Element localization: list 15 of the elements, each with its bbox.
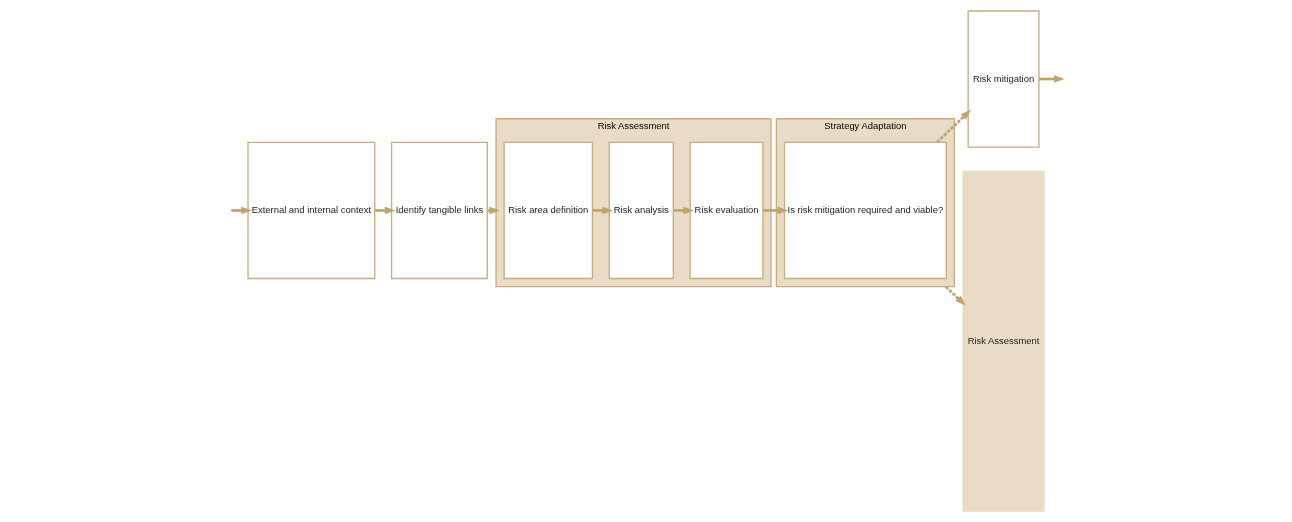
arrow — [231, 206, 253, 215]
node-box: Risk mitigation — [967, 10, 1040, 148]
arrow — [763, 206, 789, 215]
node-box: Identify tangible links — [390, 141, 488, 280]
node-box: External and internal context — [247, 141, 376, 280]
node-box: Risk evaluation — [689, 141, 764, 280]
node-box: Is risk mitigation required and viable? — [783, 141, 947, 280]
arrow — [944, 285, 966, 306]
arrow — [374, 206, 396, 215]
node-box: Risk Assessment — [962, 170, 1045, 512]
arrow — [936, 109, 972, 144]
node-box: Risk analysis — [608, 141, 674, 280]
arrow — [673, 206, 695, 215]
node-box: Risk area definition — [503, 141, 594, 280]
arrow — [592, 206, 614, 215]
